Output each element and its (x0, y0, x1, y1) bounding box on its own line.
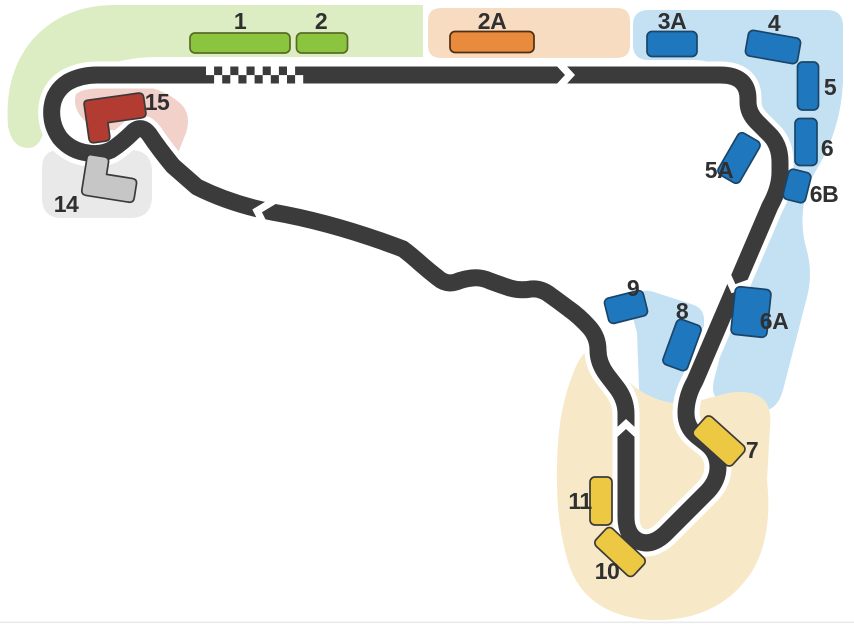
checker-cell (278, 75, 287, 84)
grandstand-label-10: 10 (595, 558, 620, 584)
grandstand-6[interactable] (794, 117, 818, 167)
checker-cell (295, 75, 304, 84)
grandstand-2A[interactable] (449, 30, 535, 54)
grandstand-label-6B: 6B (810, 181, 838, 207)
grandstand-7[interactable] (691, 414, 747, 468)
direction-arrow-long-diagonal (252, 200, 278, 229)
start-finish-line (206, 66, 304, 84)
grandstand-label-6A: 6A (760, 308, 788, 334)
zone-zone-blue-main (633, 10, 843, 412)
grandstand-3A[interactable] (646, 30, 698, 58)
checker-cell (206, 66, 215, 76)
checker-cell (214, 75, 223, 84)
checker-cell (262, 75, 271, 84)
checker-cell (230, 75, 239, 84)
grandstand-label-8: 8 (676, 298, 689, 324)
grandstand-label-3A: 3A (658, 8, 686, 34)
grandstand-label-6: 6 (821, 135, 833, 161)
checker-cell (246, 75, 255, 84)
grandstand-label-9: 9 (627, 275, 639, 301)
grandstand-label-11: 11 (568, 488, 592, 514)
direction-arrow-stadium-exit (613, 419, 639, 441)
grandstand-2[interactable] (295, 32, 349, 54)
grandstand-5[interactable] (796, 61, 820, 111)
grandstand-label-2: 2 (315, 8, 327, 34)
checker-cell (222, 66, 231, 76)
grandstand-label-5: 5 (824, 74, 837, 100)
grandstand-6A[interactable] (730, 285, 772, 339)
grandstand-label-1: 1 (234, 8, 247, 34)
checker-cell (238, 66, 247, 76)
grandstand-1[interactable] (189, 32, 291, 54)
grandstand-4[interactable] (744, 29, 802, 65)
grandstand-6B[interactable] (782, 168, 812, 204)
grandstand-label-15: 15 (145, 89, 170, 115)
grandstand-8[interactable] (662, 318, 703, 372)
grandstand-10[interactable] (593, 525, 647, 578)
grandstand-9[interactable] (603, 289, 649, 325)
grandstand-11[interactable] (589, 476, 613, 526)
track-surface (43, 66, 789, 552)
figure-bottom-border (0, 621, 854, 624)
checker-cell (287, 66, 296, 76)
grandstand-label-2A: 2A (478, 8, 506, 34)
grandstand-15[interactable] (83, 92, 149, 144)
grandstand-14[interactable] (80, 153, 140, 204)
grandstand-label-7: 7 (746, 437, 758, 463)
checker-cell (254, 66, 263, 76)
direction-arrow-main-straight (553, 62, 575, 88)
grandstand-5A[interactable] (716, 131, 762, 185)
checker-cell (270, 66, 279, 76)
grandstand-label-4: 4 (768, 10, 781, 36)
grandstand-label-14: 14 (54, 191, 79, 217)
grandstand-label-5A: 5A (705, 157, 733, 183)
